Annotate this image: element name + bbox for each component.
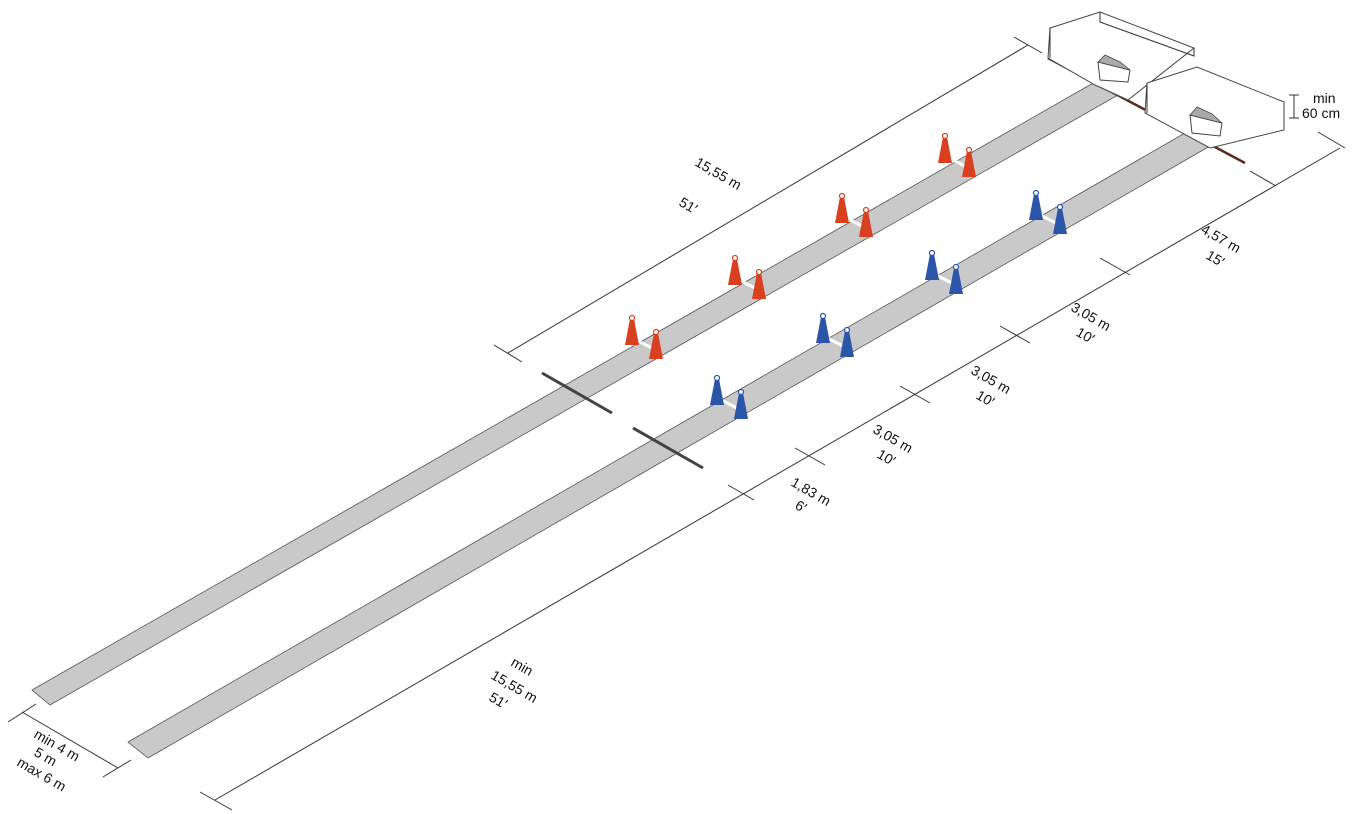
start-line-left [541, 371, 613, 415]
cone-back [835, 197, 849, 223]
cone-back-top [819, 312, 827, 320]
top-length-m-label: 15,55 m [693, 154, 745, 193]
cone-front [949, 268, 963, 294]
cone-back-top [928, 249, 936, 257]
cone-back-top [731, 254, 739, 262]
cone-back-top [838, 192, 846, 200]
seg-4-m-label: 4,57 m [1199, 221, 1244, 256]
start-line-right [632, 426, 704, 470]
seg-4-ft-label: 15′ [1204, 247, 1228, 270]
cone-front [734, 393, 748, 419]
cone-pair-left-2 [835, 192, 873, 237]
cone-back [1029, 194, 1043, 220]
cone-pairs [625, 132, 1067, 419]
cone-front-top [1056, 203, 1064, 211]
cone-front-top [652, 328, 660, 336]
seg-1-ft-label: 10′ [875, 446, 899, 469]
top-length-ft-label: 51′ [677, 194, 701, 217]
cone-back [816, 317, 830, 343]
cone-front [859, 211, 873, 237]
top-length-dim-line [507, 44, 1029, 354]
cone-front-top [755, 268, 763, 276]
seg-0-m-label: 1,83 m [789, 474, 834, 509]
width-dim-line [21, 711, 119, 769]
cone-front [840, 331, 854, 357]
cone-front [962, 151, 976, 177]
cone-pair-left-0 [625, 314, 663, 359]
cone-front-top [952, 263, 960, 271]
height-label-min: min [1313, 90, 1336, 106]
backstop-box-right [1144, 66, 1285, 149]
cone-pair-right-4 [710, 374, 748, 419]
bottom-length-ft-label: 51′ [487, 689, 511, 712]
cone-back [625, 319, 639, 345]
cone-pair-left-1 [728, 254, 766, 299]
segment-dim-line [214, 147, 1341, 801]
backstop-box-left [1047, 11, 1196, 101]
cone-pair-right-6 [925, 249, 963, 294]
cone-front [752, 273, 766, 299]
cone-back-top [628, 314, 636, 322]
lane-right [127, 132, 1211, 759]
cone-front [649, 333, 663, 359]
cone-front [1053, 208, 1067, 234]
cone-back-top [1032, 189, 1040, 197]
cone-pair-right-5 [816, 312, 854, 357]
cone-back [925, 254, 939, 280]
cone-front-top [737, 388, 745, 396]
height-label-value: 60 cm [1302, 105, 1340, 121]
cone-back [728, 259, 742, 285]
cone-front-top [965, 146, 973, 154]
cone-pair-right-7 [1029, 189, 1067, 234]
cone-back [938, 137, 952, 163]
cone-front-top [843, 326, 851, 334]
cone-back-top [713, 374, 721, 382]
cone-back-top [941, 132, 949, 140]
cone-front-top [862, 206, 870, 214]
cone-back [710, 379, 724, 405]
cone-pair-left-3 [938, 132, 976, 177]
seg-0-ft-label: 6′ [793, 497, 810, 516]
